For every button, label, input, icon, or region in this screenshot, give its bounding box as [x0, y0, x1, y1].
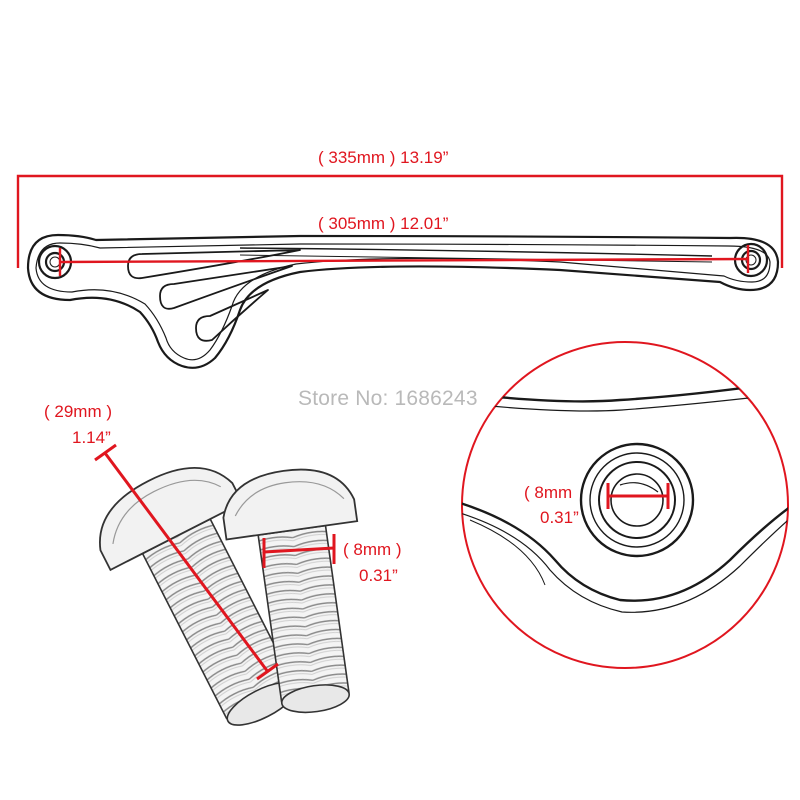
overall-length-bracket	[16, 174, 784, 268]
slot-1	[127, 249, 301, 280]
hole-center-line	[58, 245, 750, 276]
detail-magnifier	[461, 341, 789, 669]
hole-diameter-line	[606, 483, 670, 509]
bolt-diameter-in-label: 0.31”	[359, 566, 398, 585]
bolt-diameter-line	[262, 534, 336, 568]
bolt-right	[222, 468, 359, 714]
slot-3	[195, 289, 269, 342]
bolt-length-mm-label: ( 29mm )	[44, 402, 112, 421]
hole-diameter-in-label: 0.31”	[540, 508, 579, 527]
hole-distance-label: ( 305mm ) 12.01”	[318, 214, 449, 233]
store-watermark: Store No: 1686243	[298, 387, 478, 410]
bolt-length-in-label: 1.14”	[72, 428, 111, 447]
hole-diameter-mm-label: ( 8mm	[524, 483, 573, 502]
bolt-length-line	[94, 443, 279, 681]
slot-2	[159, 265, 293, 310]
overall-length-label: ( 335mm ) 13.19”	[318, 148, 449, 167]
bolt-diameter-mm-label: ( 8mm )	[343, 540, 402, 559]
